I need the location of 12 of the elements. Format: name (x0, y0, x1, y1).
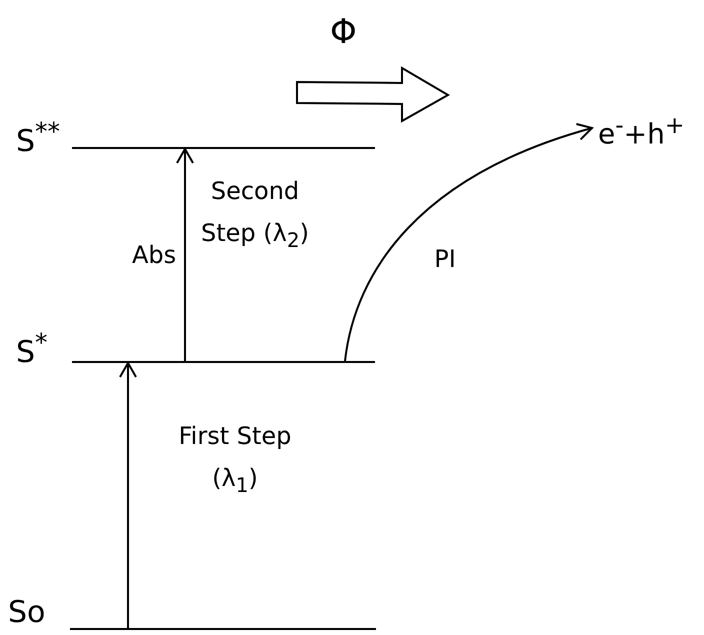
arrow (119, 362, 137, 628)
arrow (344, 124, 593, 362)
level-label: S$^{*}$ (16, 328, 48, 368)
level-label: So (8, 598, 46, 628)
edge-label: Second Step (λ$_{2}$) (200, 176, 310, 254)
species-label: e$^{-}$+h$^{+}$ (598, 110, 684, 150)
process-label: Abs (132, 240, 176, 270)
edge-label: PI (433, 244, 457, 275)
arrow (176, 148, 194, 361)
flux-symbol: Φ (330, 12, 357, 52)
edge-label: First Step (λ$_{1}$) (178, 421, 292, 499)
level-label: S$^{**}$ (16, 117, 60, 157)
